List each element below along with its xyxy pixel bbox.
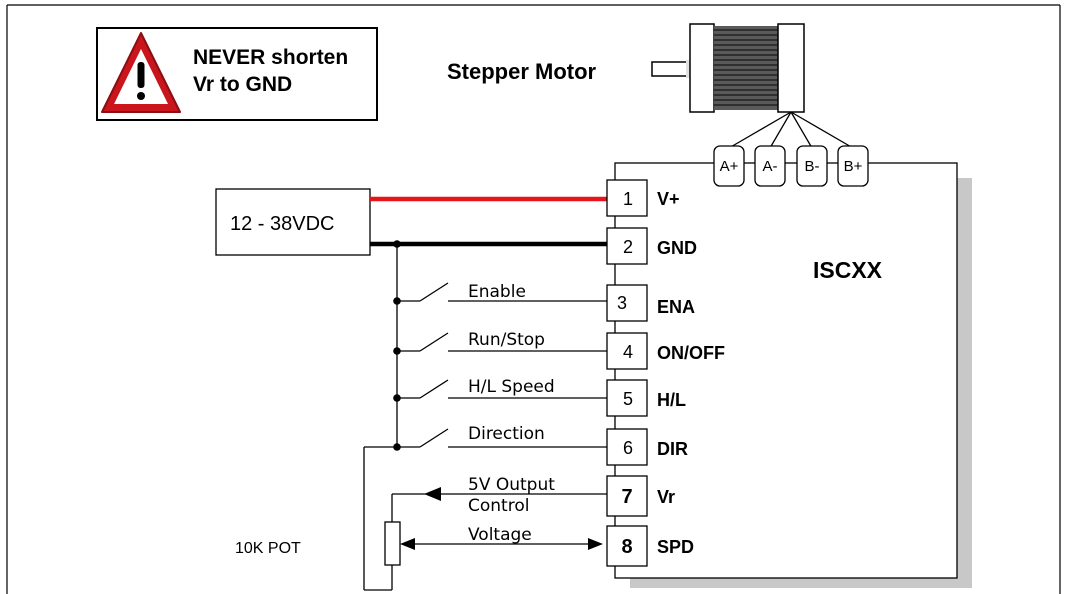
wiper-arrow-left (400, 538, 415, 550)
motor-label: Stepper Motor (447, 59, 597, 84)
terminal-number-8: 8 (621, 536, 632, 558)
power-supply-label: 12 - 38VDC (230, 213, 335, 235)
terminal-number-3: 3 (617, 293, 627, 313)
terminal-name-gnd: GND (657, 238, 697, 258)
terminal-name-vr: Vr (657, 487, 675, 507)
motor-rear-flange (777, 23, 805, 113)
driver-name: ISCXX (813, 257, 883, 283)
warning-box: NEVER shorten Vr to GND (96, 27, 378, 121)
switch-label-hl-speed: H/L Speed (468, 377, 555, 397)
terminal-block (606, 179, 648, 567)
motor-phase-tabs: A+ A- B- B+ (713, 145, 869, 187)
power-supply: 12 - 38VDC (215, 188, 371, 256)
signal-label-control: Control (468, 496, 529, 516)
motor-body (714, 26, 780, 110)
potentiometer (384, 521, 401, 566)
phase-label-a-minus: A- (763, 158, 778, 175)
phase-label-a-plus: A+ (720, 158, 739, 175)
terminal-number-5: 5 (623, 389, 633, 409)
warning-triangle-icon (101, 32, 181, 113)
terminal-name-ena: ENA (657, 297, 695, 317)
terminal-name-dir: DIR (657, 439, 688, 459)
terminal-name-vplus: V+ (657, 189, 680, 209)
terminal-number-2: 2 (623, 237, 633, 257)
terminal-number-1: 1 (623, 189, 633, 209)
switch-label-direction: Direction (468, 424, 545, 444)
terminal-name-on-off: ON/OFF (657, 343, 725, 363)
switch-label-enable: Enable (468, 282, 526, 302)
vr-arrow (424, 487, 441, 501)
warning-text-line1: NEVER shorten (193, 46, 348, 69)
phase-label-b-minus: B- (805, 158, 820, 175)
terminal-number-4: 4 (623, 342, 633, 362)
warning-text-line2: Vr to GND (193, 73, 292, 96)
pot-wiring (363, 446, 607, 591)
motor-front-flange (689, 23, 715, 113)
signal-label-voltage: Voltage (468, 525, 532, 545)
wiper-arrow-right (588, 538, 603, 550)
switch-lines (397, 282, 607, 448)
phase-label-b-plus: B+ (844, 158, 863, 175)
terminal-number-6: 6 (623, 438, 633, 458)
pot-label: 10K POT (235, 540, 301, 557)
signal-label-5v-output: 5V Output (468, 475, 555, 495)
switch-label-run-stop: Run/Stop (468, 330, 545, 350)
motor-shaft (651, 61, 691, 77)
terminal-name-spd: SPD (657, 537, 694, 557)
terminal-name-hl: H/L (657, 390, 686, 410)
driver-body (614, 162, 958, 579)
terminal-number-7: 7 (621, 486, 632, 508)
stepper-motor: Stepper Motor (447, 23, 854, 149)
